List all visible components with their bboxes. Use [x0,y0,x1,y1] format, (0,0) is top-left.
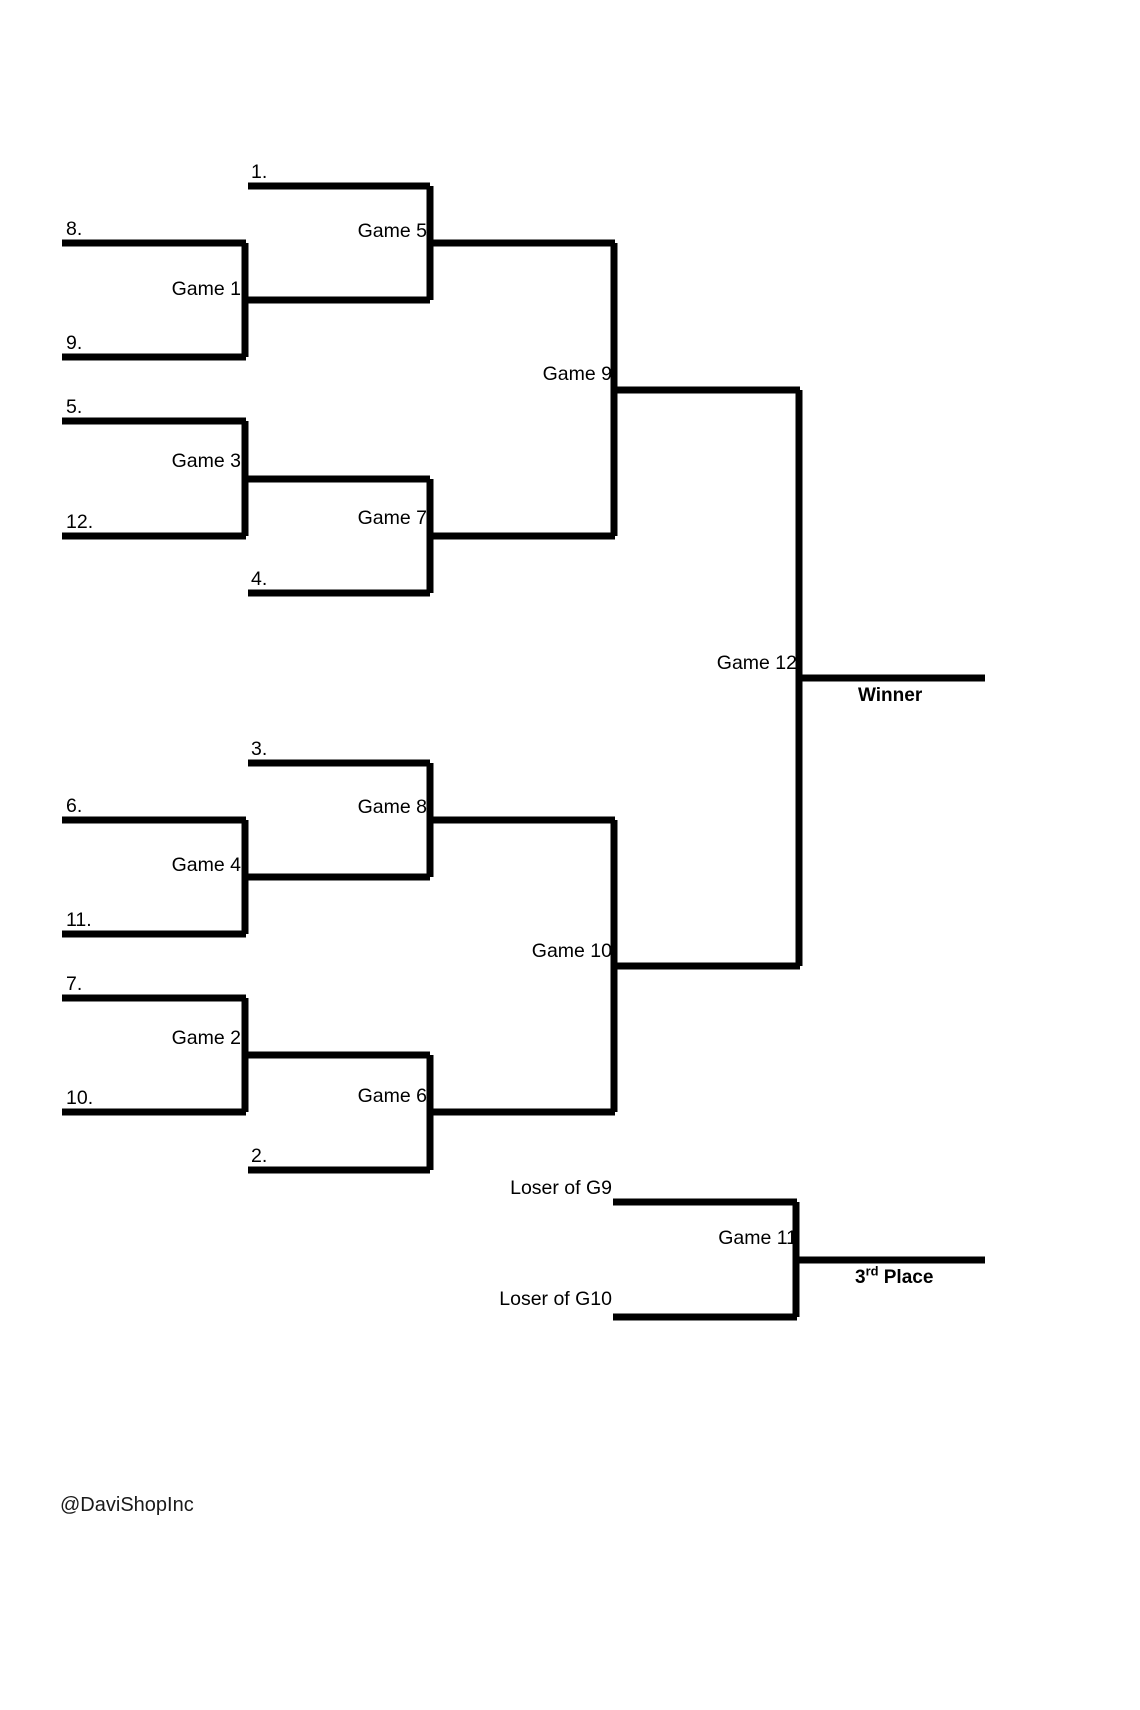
ordinal-number: 3 [855,1267,866,1288]
outcome-label-third: 3rd Place [855,1265,934,1288]
seed-label-s5[interactable]: 5. [66,396,83,418]
ordinal-suffix: rd [865,1263,879,1279]
seed-label-s9[interactable]: 9. [66,332,83,354]
place-word: Place [878,1267,934,1288]
game-label-g4[interactable]: Game 4 [171,854,241,876]
game-label-g5[interactable]: Game 5 [357,220,427,242]
consolation-label-loser_g9[interactable]: Loser of G9 [510,1177,612,1199]
game-label-g12[interactable]: Game 12 [716,652,797,674]
seed-label-s3[interactable]: 3. [251,738,268,760]
game-label-g8[interactable]: Game 8 [357,796,427,818]
game-label-g3[interactable]: Game 3 [171,450,241,472]
game-label-g6[interactable]: Game 6 [357,1085,427,1107]
seed-label-s12[interactable]: 12. [66,511,94,533]
seed-label-s11[interactable]: 11. [66,909,92,931]
footer-handle: @DaviShopInc [60,1494,194,1516]
game-label-g11[interactable]: Game 11 [718,1227,797,1249]
seed-label-s6[interactable]: 6. [66,795,83,817]
seed-label-s4[interactable]: 4. [251,568,268,590]
outcome-label-winner: Winner [858,685,923,706]
seed-label-s10[interactable]: 10. [66,1087,94,1109]
consolation-label-loser_g10[interactable]: Loser of G10 [499,1288,612,1310]
seed-label-s2[interactable]: 2. [251,1145,268,1167]
seed-label-s7[interactable]: 7. [66,973,83,995]
game-label-g9[interactable]: Game 9 [542,363,612,385]
seed-label-s1[interactable]: 1. [251,161,268,183]
game-label-g10[interactable]: Game 10 [531,940,612,962]
game-label-g1[interactable]: Game 1 [171,278,241,300]
game-label-g7[interactable]: Game 7 [357,507,427,529]
game-label-g2[interactable]: Game 2 [171,1027,241,1049]
seed-label-s8[interactable]: 8. [66,218,83,240]
